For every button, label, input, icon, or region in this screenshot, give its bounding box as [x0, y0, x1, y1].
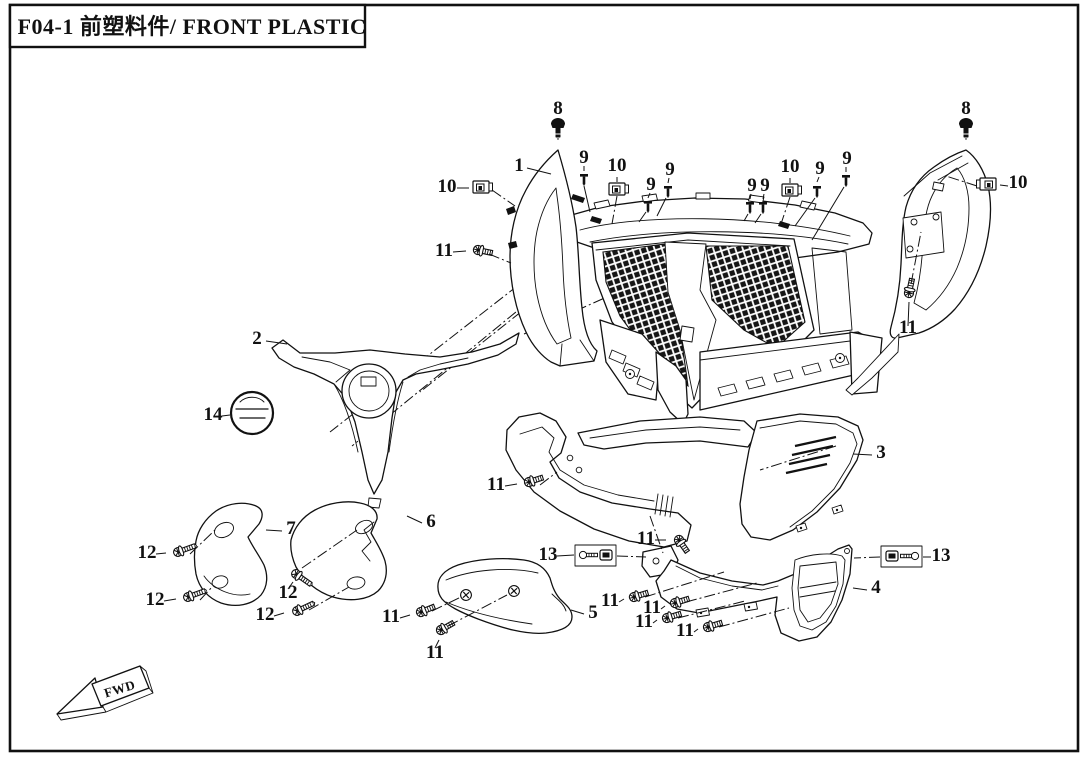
fwd-arrow: FWD — [56, 665, 154, 721]
clip-nut-icon — [975, 177, 997, 191]
leader-lines — [155, 118, 1009, 649]
callout-9: 9 — [760, 175, 770, 196]
callout-11: 11 — [382, 606, 400, 627]
part-13-screw-set-left — [574, 544, 617, 567]
clip-nut-icon — [472, 180, 494, 194]
callout-12: 12 — [256, 604, 275, 625]
callout-2: 2 — [252, 328, 262, 349]
callout-10: 10 — [1009, 172, 1028, 193]
callout-9: 9 — [665, 159, 675, 180]
callout-9: 9 — [815, 158, 825, 179]
callout-12: 12 — [138, 542, 157, 563]
part-7-guard-left — [193, 502, 268, 606]
callout-11: 11 — [637, 528, 655, 549]
part-14-emblem — [229, 390, 275, 436]
callout-11: 11 — [676, 620, 694, 641]
callout-8: 8 — [961, 98, 971, 119]
page-border — [8, 3, 1080, 753]
callout-3: 3 — [876, 442, 886, 463]
callout-6: 6 — [426, 511, 436, 532]
callout-9: 9 — [747, 175, 757, 196]
clip-nut-icon — [608, 182, 630, 196]
callout-11: 11 — [635, 611, 653, 632]
callout-12: 12 — [146, 589, 165, 610]
part-3-lower-panel-right — [739, 413, 864, 541]
part-3-lower-panel-left — [505, 412, 758, 548]
callout-9: 9 — [579, 147, 589, 168]
part-bumper-lower — [599, 247, 883, 431]
clip-nut-icon — [781, 183, 803, 197]
callout-4: 4 — [871, 577, 881, 598]
callout-5: 5 — [588, 602, 598, 623]
fastener-guide-lines — [189, 175, 978, 628]
title-box — [8, 3, 367, 49]
callout-11: 11 — [601, 590, 619, 611]
callout-11: 11 — [426, 642, 444, 663]
callout-1: 1 — [514, 155, 524, 176]
part-4-lower-bracket — [641, 544, 853, 642]
callout-13: 13 — [932, 545, 951, 566]
callout-10: 10 — [438, 176, 457, 197]
callout-13: 13 — [539, 544, 558, 565]
callout-14: 14 — [204, 404, 224, 425]
callout-7: 7 — [286, 518, 296, 539]
callout-10: 10 — [608, 155, 627, 176]
part-13-screw-set-right — [880, 545, 923, 568]
title-block: F04-1 前塑料件/ FRONT PLASTIC — [8, 3, 367, 49]
callout-11: 11 — [435, 240, 453, 261]
page-title: F04-1 前塑料件/ FRONT PLASTIC — [18, 14, 367, 39]
part-2-nose-panel — [271, 332, 520, 509]
callout-8: 8 — [553, 98, 563, 119]
callout-11: 11 — [487, 474, 505, 495]
callout-11: 11 — [643, 597, 661, 618]
callout-9: 9 — [842, 148, 852, 169]
callout-12: 12 — [279, 582, 298, 603]
part-1-headlight-bezel-left — [506, 149, 598, 367]
callout-10: 10 — [781, 156, 800, 177]
callout-11: 11 — [899, 317, 917, 338]
callout-9: 9 — [646, 174, 656, 195]
